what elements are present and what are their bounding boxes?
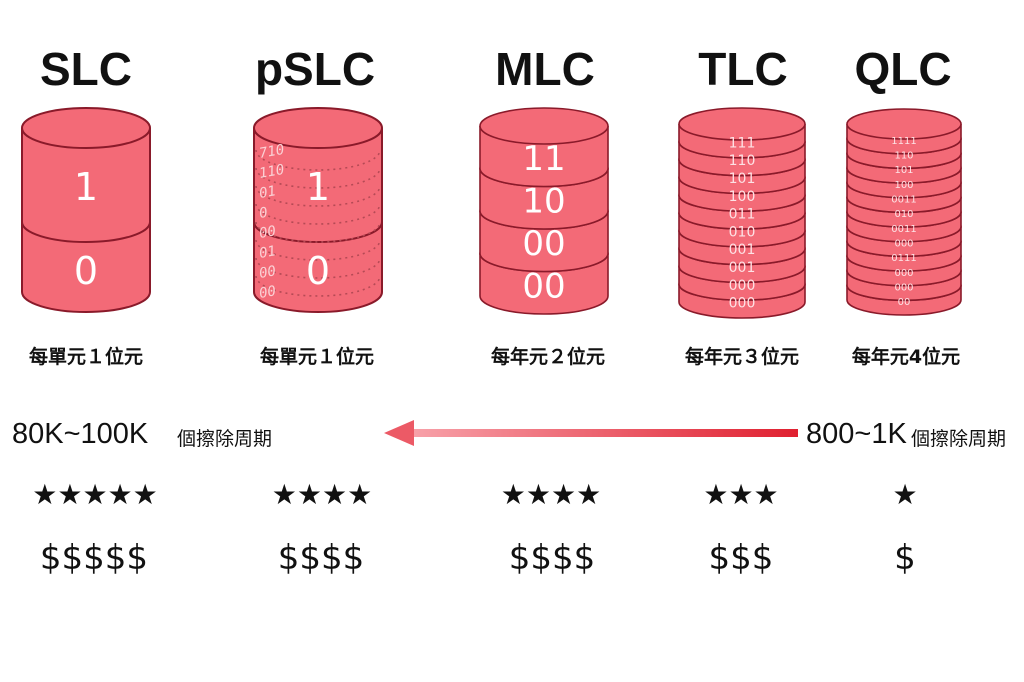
bit-label: 000 (894, 239, 913, 250)
bit-label: 010 (729, 224, 756, 240)
side-bit-label: 710 (258, 142, 286, 162)
caption-tlc: 每年元３位元 (684, 346, 799, 368)
bit-label: 0111 (891, 253, 916, 264)
bit-label: 011 (729, 207, 756, 223)
bit-label: 010 (894, 209, 913, 220)
endurance-left-value: 80K~100K (12, 418, 149, 450)
bit-label: 11 (522, 139, 565, 179)
bit-label: 00 (898, 297, 911, 308)
caption-pslc: 每單元１位元 (259, 346, 374, 368)
bit-label: 00 (522, 266, 565, 306)
bit-label: 000 (729, 278, 756, 294)
bit-label: 101 (729, 171, 756, 187)
title-qlc: QLC (854, 43, 952, 95)
bit-label: 100 (729, 189, 756, 205)
endurance-arrow-icon (384, 420, 798, 446)
stars-qlc: ★ (892, 478, 918, 511)
bit-label: 001 (729, 260, 756, 276)
bit-label: 000 (894, 268, 913, 279)
bit-label: 001 (729, 242, 756, 258)
stars-tlc: ★★★ (703, 478, 779, 511)
bit-label: 1 (306, 165, 330, 209)
title-pslc: pSLC (254, 43, 376, 95)
cost-mlc: $$$$ (508, 538, 596, 578)
title-tlc: TLC (698, 43, 788, 95)
side-bit-label: 01 (258, 243, 277, 262)
caption-slc: 每單元１位元 (28, 346, 143, 368)
cylinder-slc: 10 (21, 107, 151, 313)
endurance-right-value: 800~1K (806, 418, 907, 450)
bit-label: 0011 (891, 195, 916, 206)
side-bit-label: 00 (258, 223, 277, 242)
bit-label: 000 (894, 283, 913, 294)
side-bit-label: 110 (258, 162, 286, 182)
caption-qlc: 每年元4位元 (851, 346, 961, 368)
title-slc: SLC (40, 43, 132, 95)
endurance-left-label: 個擦除周期 (177, 428, 273, 450)
side-bit-label: 00 (258, 263, 277, 282)
stars-mlc: ★★★★ (500, 478, 602, 511)
bit-label: 0011 (891, 224, 916, 235)
bit-label: 1 (74, 165, 98, 209)
endurance-right-label: 個擦除周期 (911, 428, 1007, 450)
bit-label: 00 (522, 224, 565, 264)
bit-label: 0 (306, 249, 330, 293)
bit-label: 1111 (891, 136, 916, 147)
bit-label: 110 (894, 151, 913, 162)
title-mlc: MLC (495, 43, 595, 95)
bit-label: 0 (74, 249, 98, 293)
bit-label: 100 (894, 180, 913, 191)
bit-label: 10 (522, 181, 565, 221)
stars-slc: ★★★★★ (32, 478, 158, 511)
side-bit-label: 01 (258, 183, 277, 202)
cost-tlc: $$$ (708, 538, 774, 578)
cost-slc: $$$$$ (39, 538, 149, 578)
cost-pslc: $$$$ (277, 538, 365, 578)
side-bit-label: 0 (258, 205, 269, 222)
bit-label: 101 (894, 165, 913, 176)
cost-qlc: $ (894, 538, 916, 578)
stars-pslc: ★★★★ (271, 478, 373, 511)
bit-label: 110 (729, 153, 756, 169)
bit-label: 111 (729, 135, 756, 151)
bit-label: 000 (729, 296, 756, 312)
side-bit-label: 00 (258, 283, 277, 302)
caption-mlc: 每年元２位元 (490, 346, 605, 368)
